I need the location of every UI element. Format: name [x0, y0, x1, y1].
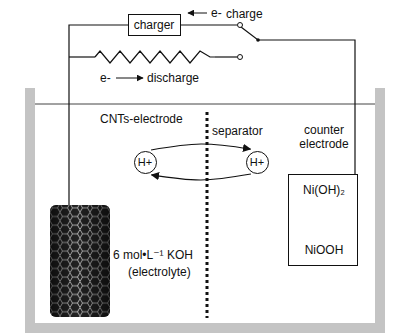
wire: [215, 56, 237, 57]
electron-label: e-: [211, 6, 222, 20]
resistor-symbol: [95, 51, 215, 63]
mode-label: discharge: [147, 71, 199, 85]
counter-electrode-box: counter electrodeNi(OH)₂NiOOH: [288, 174, 358, 266]
separator-line: [206, 112, 209, 318]
switch-pivot: [256, 38, 260, 42]
ion-circle: H+: [246, 151, 269, 174]
box-label: charger: [133, 18, 176, 32]
ion-flow-arrow: [151, 144, 250, 150]
electron-label: e-: [100, 71, 111, 85]
tank-wall: [25, 88, 385, 333]
electrolyte-surface: [35, 104, 375, 105]
cnt-shading: [50, 205, 110, 317]
wire: [69, 56, 95, 57]
electrolyte-label: 6 mol•L⁻¹ KOH: [113, 248, 193, 262]
cnt-body: [50, 205, 110, 317]
ion-label: H+: [138, 155, 152, 169]
switch-lever-wire: [241, 27, 355, 174]
charge-arrow: [188, 13, 207, 14]
ion-label: H+: [250, 155, 264, 169]
electrolyte-label: (electrolyte): [128, 265, 191, 279]
wire: [180, 24, 237, 25]
ion-circle: H+: [134, 151, 157, 174]
switch-contact: [238, 55, 243, 60]
ion-flow-arrow: [152, 174, 251, 180]
electrode-heading: counter electrode: [293, 123, 355, 151]
species-formula: Ni(OH)₂: [289, 183, 359, 197]
switch-contact: [238, 23, 243, 28]
discharge-arrow: [116, 78, 143, 79]
separator-label: separator: [212, 124, 263, 138]
species-formula: NiOOH: [289, 243, 359, 257]
cnt-electrode: [50, 205, 110, 317]
mode-label: charge: [226, 7, 263, 21]
charger-box: charger: [128, 14, 181, 36]
cnt-lattice: [50, 205, 110, 317]
tank-inside: [35, 88, 375, 323]
electrode-label: CNTs-electrode: [100, 112, 183, 126]
